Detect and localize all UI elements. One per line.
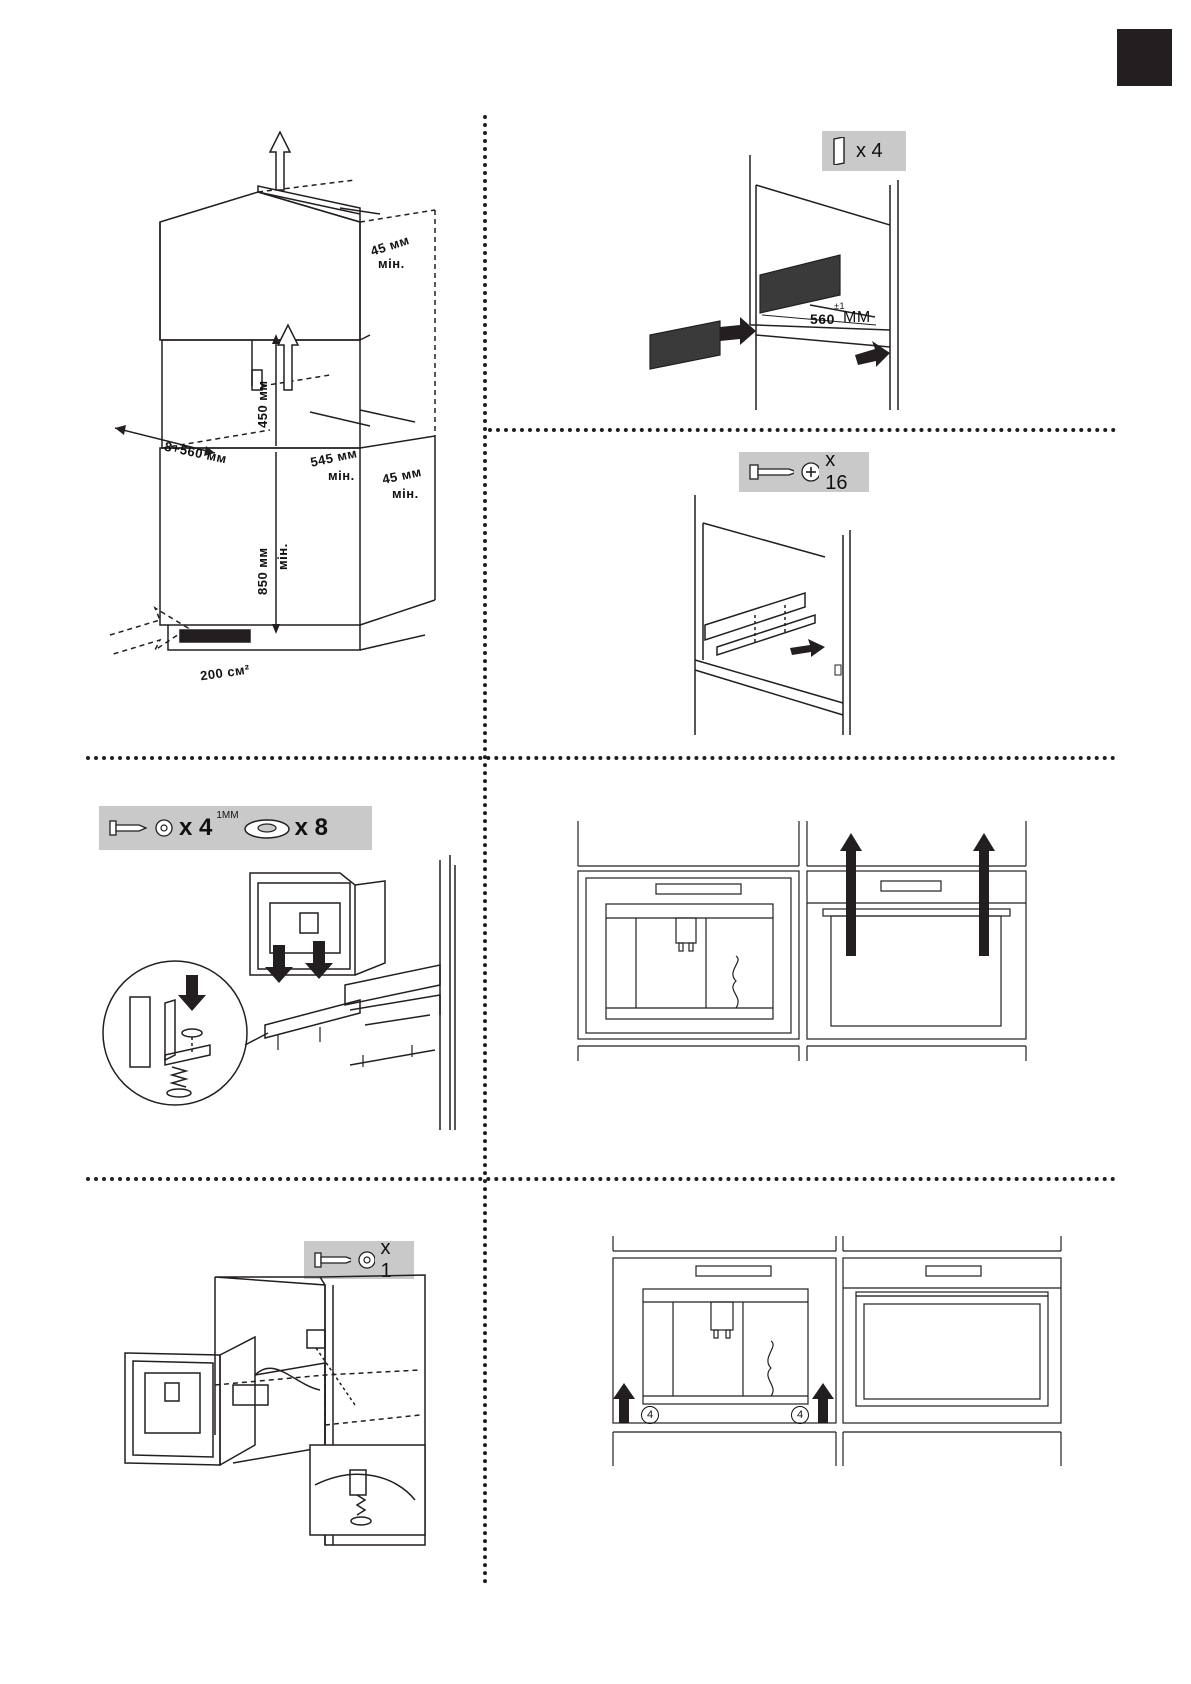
step4-screw-qty: x 4 [179, 814, 212, 842]
spacer-width: 560 [810, 311, 835, 327]
divider-vertical [483, 115, 487, 1585]
step3-parts-badge: x 16 [739, 452, 869, 492]
screw-icon [749, 462, 794, 482]
step4-washer-qty: x 8 [295, 814, 328, 842]
step5-alignment-view [576, 821, 1026, 1061]
divider-horizontal-1 [488, 428, 1116, 432]
phillips-head-icon [357, 1250, 375, 1270]
dim-cabinet-depth-min: мін. [328, 468, 355, 483]
step3-qty: x 16 [825, 449, 859, 495]
step4-parts-badge: x 4 1MM x 8 [99, 806, 372, 850]
phillips-head-icon [800, 461, 820, 483]
rail-diagram [695, 495, 855, 735]
spacer-unit: MM [843, 309, 871, 327]
insert-diagram [125, 1275, 445, 1555]
washer-icon [243, 815, 291, 841]
screw-icon [314, 1250, 351, 1270]
phillips-head-icon [153, 817, 175, 839]
adjust-screw-left: 4 [641, 1406, 659, 1424]
washer-thickness-label: 1MM [216, 810, 238, 821]
step2-spacer-install: 560 ±1 MM [650, 155, 910, 415]
step6-insert-appliance [125, 1275, 445, 1555]
step1-cabinet-dimensions: 45 мм мін. 8+560 мм 545 мм мін. 45 мм мі… [110, 130, 450, 710]
dim-floor-height: 850 мм [255, 547, 270, 595]
step4-bracket-install [100, 855, 460, 1130]
corner-tab [1117, 29, 1172, 86]
bracket-diagram [100, 855, 460, 1130]
screw-icon-small [109, 818, 149, 838]
spacer-diagram [650, 155, 910, 415]
adjust-diagram [611, 1236, 1061, 1466]
step3-rail-install [695, 495, 855, 735]
alignment-diagram [576, 821, 1026, 1061]
step6-parts-badge: x 1 [304, 1241, 414, 1279]
dim-top-clearance-min: мін. [378, 256, 405, 271]
adjust-screw-right: 4 [791, 1406, 809, 1424]
dim-side-clearance-min: мін. [392, 486, 419, 501]
cabinet-diagram [110, 130, 450, 710]
dim-niche-height: 450 мм [255, 380, 270, 428]
dim-floor-height-min: мін. [275, 543, 290, 570]
step7-height-adjust: 4 4 [611, 1236, 1061, 1466]
divider-horizontal-2 [86, 756, 1116, 760]
divider-horizontal-3 [86, 1177, 1116, 1181]
